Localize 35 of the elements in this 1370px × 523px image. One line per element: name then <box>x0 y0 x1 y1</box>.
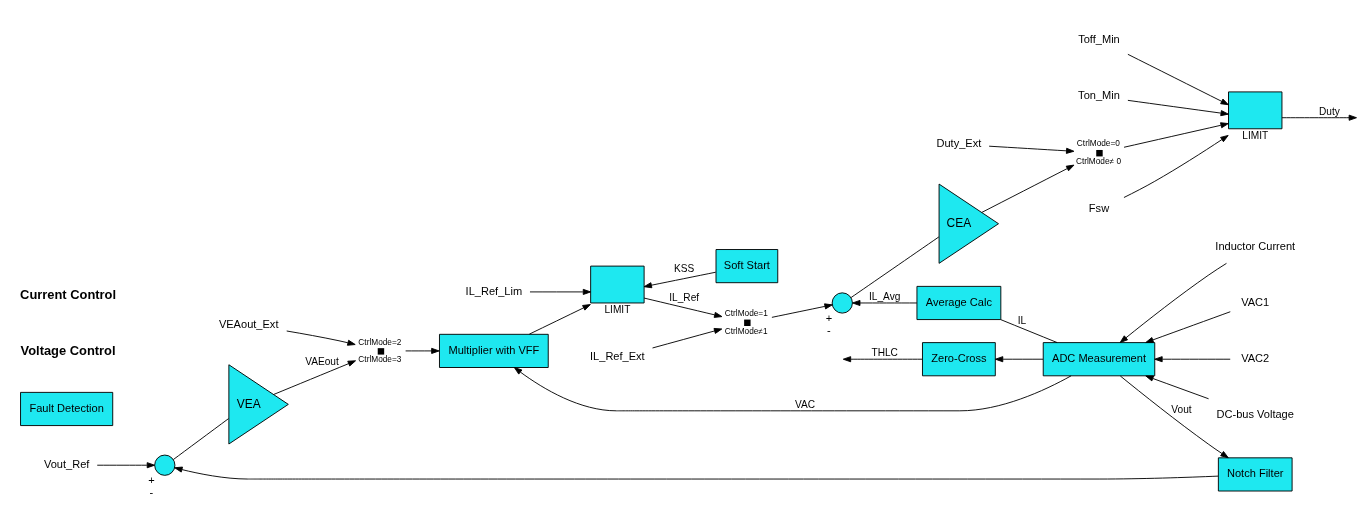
node-text: Vout_Ref <box>43 458 90 471</box>
node-label: LIMIT <box>1242 129 1269 141</box>
edge-label: IL <box>1017 315 1027 326</box>
edge-label: THLC <box>871 347 898 359</box>
node-text: IL_Ref_Ext <box>590 350 645 363</box>
edge-label: VAC <box>794 398 815 410</box>
node-text: VAC1 <box>1241 295 1270 308</box>
edge-label: Duty <box>1319 105 1340 117</box>
edge-label: Vout <box>1171 404 1192 416</box>
node-text: Inductor Current <box>1215 239 1296 252</box>
label: Voltage Control <box>20 343 116 359</box>
edge-label: VAEout <box>305 355 339 367</box>
node-text: VEAout_Ext <box>218 317 279 330</box>
edge-label: IL_Avg <box>869 291 901 303</box>
node-text: Fsw <box>1088 201 1110 214</box>
label: Current Control <box>20 287 117 303</box>
node-label: LIMIT <box>604 303 631 315</box>
node-label: - <box>149 486 154 499</box>
node-label: CtrlMode≠ 0 <box>1075 155 1121 166</box>
node-text: DC-bus Voltage <box>1216 408 1294 421</box>
node-text: VAC2 <box>1241 352 1270 365</box>
node-label: CtrlMode≠1 <box>724 325 768 336</box>
node-label: CtrlMode=0 <box>1076 138 1120 149</box>
node-label: CtrlMode=3 <box>358 354 402 365</box>
node-text: Ton_Min <box>1078 89 1120 102</box>
node-label: - <box>827 323 831 336</box>
node-label: CtrlMode=1 <box>724 308 768 319</box>
edge-label: KSS <box>674 263 695 275</box>
node-label: CtrlMode=2 <box>358 336 402 347</box>
node-text: Toff_Min <box>1078 33 1120 46</box>
node-text: IL_Ref_Lim <box>465 284 523 297</box>
node-label: + <box>825 311 833 324</box>
edge-label: IL_Ref <box>669 291 700 303</box>
node-label: + <box>148 474 155 487</box>
node-text: Duty_Ext <box>936 137 982 150</box>
